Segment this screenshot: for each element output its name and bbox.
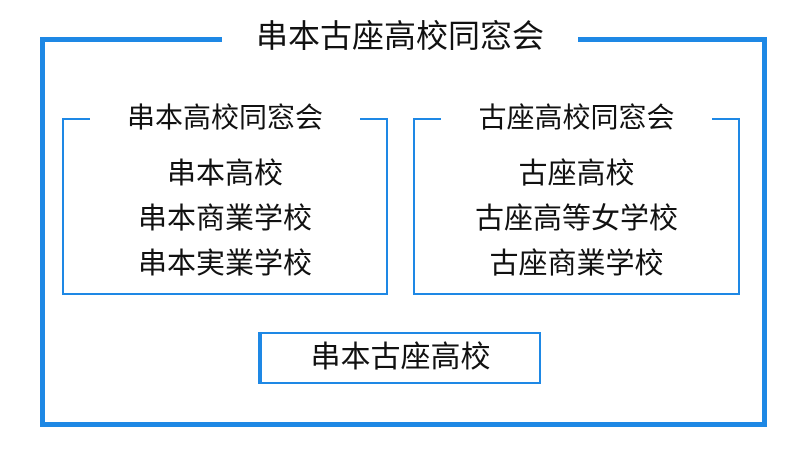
- alumni-association-title: 串本古座高校同窓会: [222, 20, 578, 52]
- koza-school-list: 古座高校 古座高等女学校 古座商業学校: [415, 151, 738, 286]
- school-item: 串本高校: [166, 156, 283, 190]
- school-item: 古座商業学校: [489, 246, 664, 280]
- koza-alumni-title: 古座高校同窓会: [441, 104, 712, 132]
- merged-school-box: 串本古座高校: [258, 332, 541, 384]
- school-item: 串本実業学校: [137, 246, 312, 280]
- kushimoto-alumni-title: 串本高校同窓会: [90, 104, 360, 132]
- merged-school-name: 串本古座高校: [310, 340, 491, 375]
- school-item: 古座高校: [518, 156, 635, 190]
- school-item: 古座高等女学校: [474, 201, 678, 235]
- school-item: 串本商業学校: [137, 201, 312, 235]
- kushimoto-school-list: 串本高校 串本商業学校 串本実業学校: [64, 151, 386, 286]
